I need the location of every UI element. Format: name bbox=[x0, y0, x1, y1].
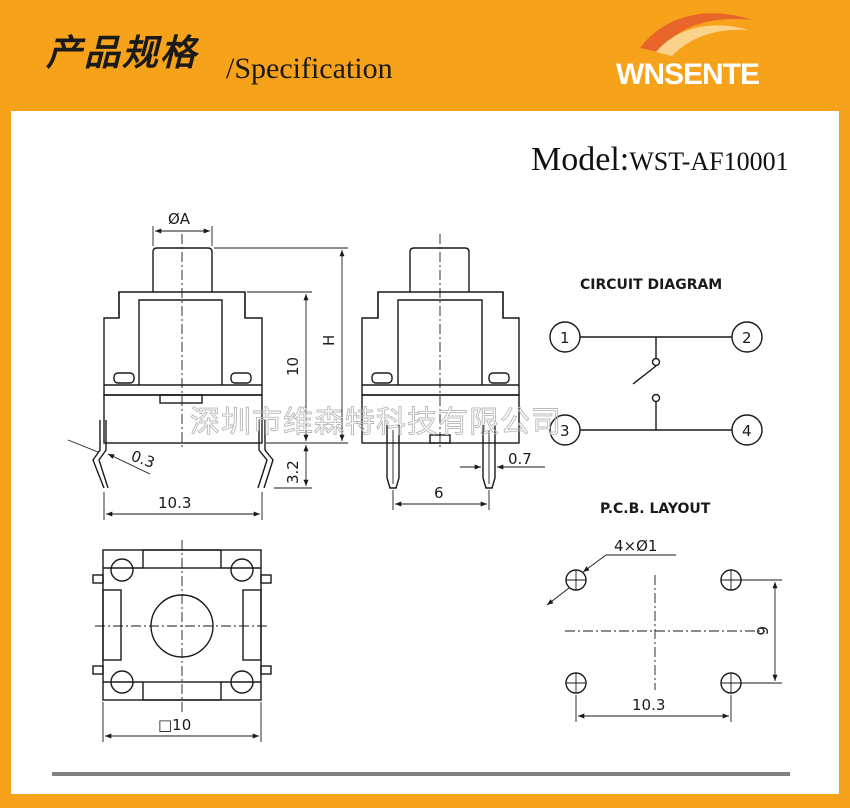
circuit-diagram: CIRCUIT DIAGRAM 1 2 3 4 bbox=[549, 277, 763, 446]
dim-pin-spacing-label: 6 bbox=[434, 484, 444, 502]
terminal-4-label: 4 bbox=[742, 422, 752, 440]
terminal-3-label: 3 bbox=[560, 422, 570, 440]
model-label: Model:WST-AF10001 bbox=[531, 141, 789, 179]
page-title-en: /Specification bbox=[226, 52, 393, 85]
pcb-layout: P.C.B. LAYOUT 4×Ø1 6 10.3 bbox=[546, 501, 782, 722]
dim-vertical-label: 6 bbox=[753, 626, 771, 636]
logo-swoosh-icon bbox=[640, 13, 752, 56]
page-title-cn: 产品规格 bbox=[46, 32, 199, 74]
front-view: ØA H 10 3.2 0.3 10.3 bbox=[67, 210, 348, 520]
side-view: 0.7 6 bbox=[361, 234, 545, 510]
model-code: WST-AF10001 bbox=[629, 147, 789, 176]
brand-logo: WNSENTE bbox=[616, 58, 760, 91]
dim-holes-label: 4×Ø1 bbox=[614, 537, 657, 555]
dim-pin-thickness-label: 0.3 bbox=[129, 447, 158, 472]
company-watermark: 深圳市维森特科技有限公司 bbox=[190, 405, 562, 440]
spec-panel bbox=[11, 111, 839, 794]
dim-horizontal-label: 10.3 bbox=[632, 696, 665, 714]
terminal-2-label: 2 bbox=[742, 329, 752, 347]
dim-pin-width-label: 0.7 bbox=[508, 450, 532, 468]
bottom-view: □10 bbox=[92, 540, 272, 742]
dim-pin-height-label: 3.2 bbox=[284, 460, 302, 484]
dim-diameter-label: ØA bbox=[168, 210, 191, 228]
circuit-title: CIRCUIT DIAGRAM bbox=[580, 277, 722, 293]
dim-body-height-label: 10 bbox=[284, 357, 302, 376]
model-prefix: Model: bbox=[531, 141, 630, 178]
footer-divider bbox=[52, 772, 790, 776]
terminal-1-label: 1 bbox=[560, 329, 570, 347]
dim-width-label: 10.3 bbox=[158, 494, 191, 512]
pcb-title: P.C.B. LAYOUT bbox=[600, 501, 711, 517]
dim-square-label: □10 bbox=[158, 716, 191, 734]
dim-height-total-label: H bbox=[320, 335, 338, 346]
